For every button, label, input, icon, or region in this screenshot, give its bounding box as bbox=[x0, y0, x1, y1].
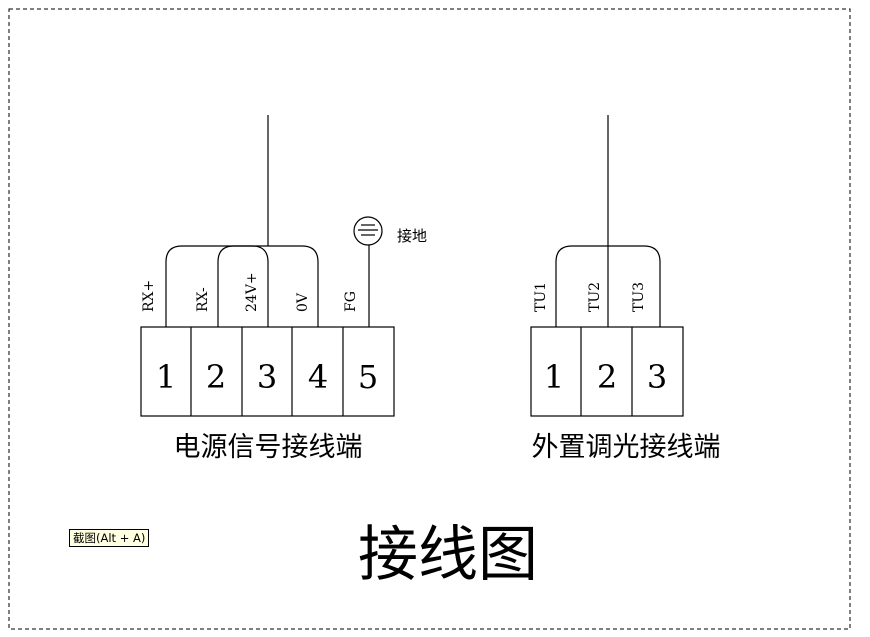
power-terminal-label: FG bbox=[343, 291, 359, 312]
power-block-caption: 电源信号接线端 bbox=[174, 432, 363, 463]
dimming-terminal-label: TU2 bbox=[587, 282, 603, 312]
power-terminal-block bbox=[140, 115, 395, 417]
dimming-block-caption: 外置调光接线端 bbox=[532, 432, 721, 463]
dimming-terminal-label: TU1 bbox=[533, 282, 549, 312]
dimming-terminal-number: 1 bbox=[544, 358, 564, 396]
ground-label: 接地 bbox=[397, 227, 427, 245]
dimming-block-outline bbox=[530, 326, 684, 417]
power-terminal-number: 3 bbox=[257, 358, 277, 396]
dimming-terminal-block bbox=[530, 115, 684, 417]
power-terminal-label: 24V+ bbox=[244, 272, 260, 312]
diagram-title: 接线图 bbox=[358, 520, 538, 590]
power-terminal-number: 5 bbox=[358, 358, 378, 396]
screenshot-shortcut-tooltip: 截图(Alt + A) bbox=[69, 529, 150, 547]
power-terminal-number: 2 bbox=[206, 358, 226, 396]
dimming-terminal-number: 3 bbox=[647, 358, 667, 396]
page-border bbox=[8, 8, 851, 630]
power-terminal-number: 4 bbox=[308, 358, 328, 396]
dimming-terminal-number: 2 bbox=[597, 358, 617, 396]
ground-icon bbox=[353, 216, 383, 246]
power-terminal-number: 1 bbox=[156, 358, 176, 396]
cable-arc-rx bbox=[165, 245, 269, 327]
power-terminal-label: RX+ bbox=[141, 280, 157, 312]
power-terminal-label: 0V bbox=[295, 292, 311, 312]
power-terminal-label: RX- bbox=[195, 287, 211, 312]
dimming-terminal-label: TU3 bbox=[631, 282, 647, 312]
